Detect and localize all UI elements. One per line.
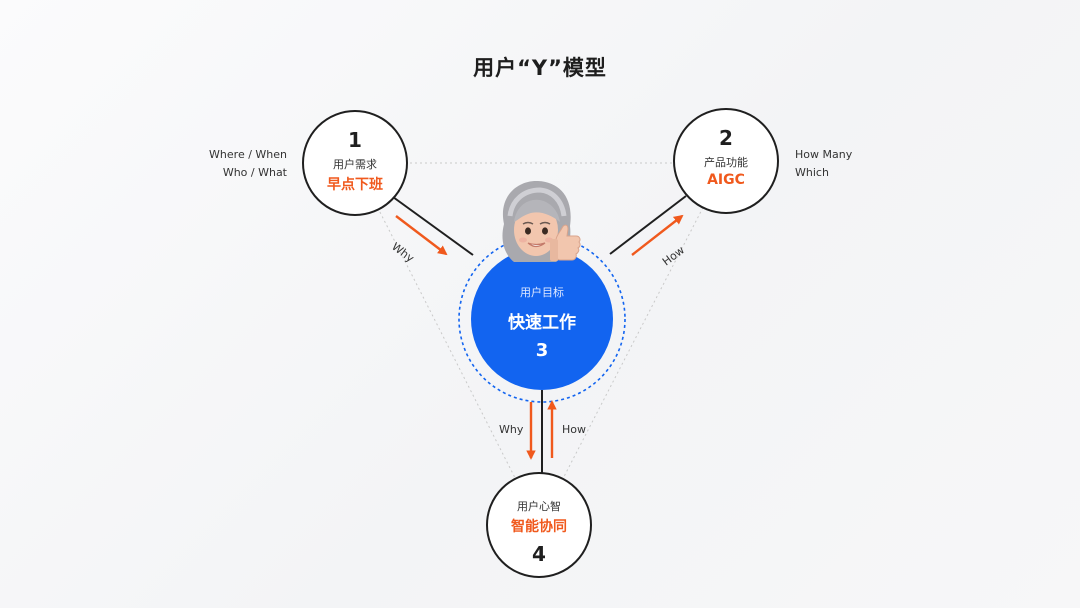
question-who-what: Who / What	[222, 166, 287, 179]
node-value: 早点下班	[327, 177, 383, 193]
node-label: 用户心智	[517, 500, 561, 513]
node-label: 用户需求	[333, 158, 377, 171]
question-which: Which	[795, 166, 829, 179]
node-product-function: 2 产品功能 AIGC	[673, 108, 779, 214]
question-how-many: How Many	[795, 148, 853, 161]
node-number: 2	[719, 126, 733, 150]
node-number: 4	[532, 542, 546, 566]
arrow-label-how-up: How	[562, 423, 586, 436]
connector-function-goal	[609, 195, 687, 255]
node-number: 3	[535, 340, 549, 361]
arrow-label-why-down: Why	[499, 423, 524, 436]
memoji-avatar-icon	[502, 180, 581, 262]
arrow-why-demand-to-goal	[395, 215, 448, 256]
node-value: 智能协同	[511, 519, 567, 535]
arrow-how-goal-to-function	[631, 214, 684, 256]
node-value: AIGC	[707, 172, 745, 188]
node-user-demand: 1 用户需求 早点下班	[302, 110, 408, 216]
node-number: 1	[348, 128, 362, 152]
question-where-when: Where / When	[209, 148, 287, 161]
node-user-mind: 用户心智 智能协同 4	[486, 472, 592, 578]
node-label: 产品功能	[704, 156, 748, 169]
node-user-goal: 用户目标 快速工作 3	[471, 248, 613, 390]
right-questions: How Many Which	[795, 146, 852, 182]
node-value: 快速工作	[508, 313, 576, 333]
diagram-title: 用户“Y”模型	[473, 56, 607, 80]
left-questions: Where / When Who / What	[209, 146, 287, 182]
node-label: 用户目标	[520, 286, 564, 299]
connector-demand-goal	[392, 196, 474, 256]
